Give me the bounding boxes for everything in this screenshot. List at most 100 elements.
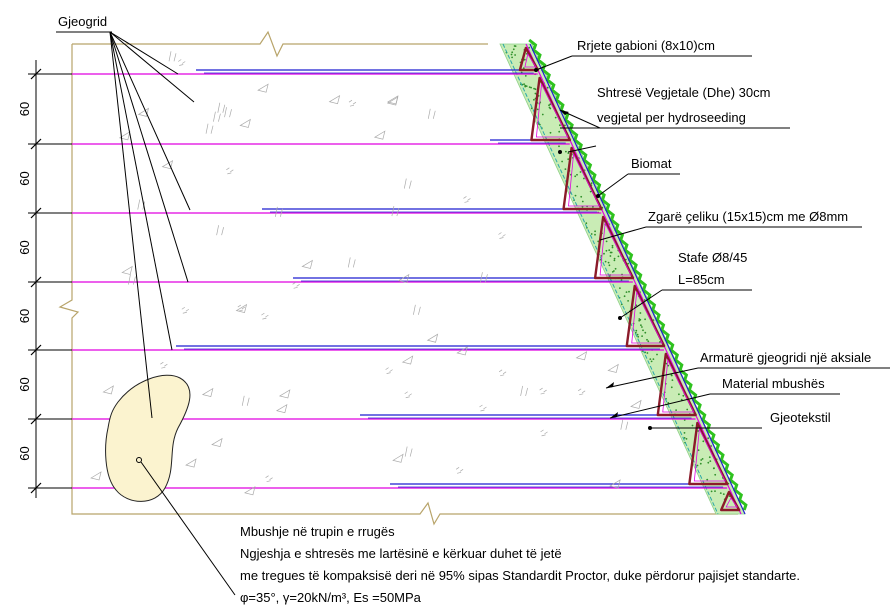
- fill-mark: [118, 131, 131, 141]
- vegetation-dot: [670, 374, 673, 376]
- vegetation-dot: [713, 467, 715, 470]
- label-armature: Armaturë gjeogridi një aksiale: [700, 350, 871, 365]
- gjeogrid-leader-line: [109, 31, 173, 351]
- fill-texture: [90, 51, 642, 496]
- vegetation-dot: [691, 424, 694, 427]
- fill-mark: [607, 363, 619, 373]
- vegetation-dot: [604, 260, 607, 263]
- vegetation-dot: [619, 287, 621, 289]
- vegetation-dot: [585, 222, 588, 225]
- fill-mark: [413, 304, 421, 315]
- callouts: [535, 55, 890, 429]
- vegetation-dot: [522, 67, 525, 70]
- vegetation-dot: [635, 329, 638, 332]
- vegetation-dot: [652, 358, 655, 360]
- gabion-triangle: [719, 490, 741, 512]
- gjeogrid-leaders: [109, 31, 195, 419]
- gabion-triangle: [562, 146, 603, 211]
- label-stafe-2: L=85cm: [678, 272, 725, 287]
- vegetation-dot: [594, 233, 596, 236]
- vegetation-dot: [605, 249, 608, 252]
- soil-outline: [58, 30, 738, 526]
- vegetation-dot: [719, 492, 722, 494]
- fill-mark: [348, 99, 357, 107]
- vegetation-dot: [574, 175, 577, 178]
- fill-mark: [275, 403, 288, 414]
- vegetation-dot: [558, 130, 561, 133]
- vegetation-dot: [590, 182, 593, 185]
- fill-mark: [201, 387, 214, 397]
- vegetation-dot: [667, 402, 670, 404]
- gabion-inner-mesh: [524, 52, 537, 68]
- label-material: Material mbushës: [722, 376, 825, 391]
- vegetation-dot: [706, 478, 709, 481]
- vegetation-dot: [536, 108, 539, 111]
- dimension-tick: [30, 138, 42, 150]
- fill-mark: [620, 419, 629, 430]
- vegetation-dot: [546, 86, 549, 89]
- dimension-tick: [30, 482, 42, 494]
- vegetation-dot: [710, 490, 713, 493]
- gjeogrid-leader-line: [109, 31, 191, 211]
- fill-mark: [539, 387, 547, 395]
- vegetation-dot: [641, 335, 643, 337]
- vegetation-dot: [670, 386, 673, 389]
- fill-body-center: [136, 457, 142, 463]
- vegetation-dot: [597, 240, 600, 243]
- fill-mark: [456, 346, 468, 356]
- vegetation-dot: [639, 312, 642, 314]
- fill-body-shape: [105, 374, 191, 502]
- vegetation-dot: [650, 360, 653, 363]
- vegetation-dot: [576, 185, 579, 188]
- vegetation-dot: [605, 240, 608, 243]
- fill-mark: [498, 369, 507, 377]
- vegetation-dot: [548, 106, 551, 109]
- vegetation-dot: [512, 48, 515, 51]
- vegetation-dot: [611, 244, 614, 247]
- vegetation-dot: [613, 259, 616, 262]
- vegetation-dot: [625, 291, 628, 293]
- vegetation-dot: [707, 437, 710, 440]
- fill-mark: [292, 282, 300, 289]
- vegetation-dot: [649, 358, 652, 360]
- fill-mark: [102, 385, 114, 395]
- vegetation-dot: [628, 290, 630, 293]
- fill-mark: [328, 94, 341, 105]
- note-line-4: φ=35°, γ=20kN/m³, Es =50MPa: [240, 590, 422, 605]
- vegetation-dot: [644, 331, 647, 334]
- vegetation-dot: [627, 300, 629, 302]
- vegetation-dot: [581, 200, 584, 203]
- vegetation-dot: [548, 104, 550, 107]
- vegetation-dot: [627, 262, 630, 265]
- fill-mark: [455, 467, 464, 474]
- vegetation-dot: [714, 473, 717, 476]
- vegetation-dot: [589, 190, 592, 193]
- fill-mark: [261, 312, 269, 320]
- gabion-inner-mesh: [725, 497, 738, 508]
- fill-mark: [237, 304, 245, 312]
- fill-mark: [235, 303, 248, 314]
- vegetation-dot: [697, 449, 700, 452]
- fill-mark: [577, 388, 586, 396]
- vegetation-dot: [714, 490, 716, 492]
- vegetation-dot: [564, 168, 567, 171]
- gabion-inner-mesh: [693, 427, 726, 482]
- vegetation-dot: [603, 252, 605, 255]
- vegetation-dot: [708, 456, 711, 459]
- fill-mark: [181, 306, 190, 314]
- dimension-tick: [30, 207, 42, 219]
- fill-mark: [128, 274, 136, 285]
- vegetation-dot: [558, 145, 560, 148]
- grass-face: [528, 38, 748, 511]
- vegetation-dot: [576, 173, 578, 176]
- vegetation-dot: [709, 460, 712, 462]
- gabion-inner-mesh: [599, 221, 632, 276]
- vegetation-dot: [646, 352, 649, 354]
- dimension-tick: [30, 344, 42, 356]
- vegetation-dot: [549, 131, 552, 134]
- vegetation-dot: [511, 51, 514, 54]
- vegetation-dot: [640, 324, 642, 327]
- fill-mark: [168, 51, 177, 62]
- note-line-1: Mbushje në trupin e rrugës: [240, 524, 395, 539]
- label-shtrese-1: Shtresë Vegjetale (Dhe) 30cm: [597, 85, 770, 100]
